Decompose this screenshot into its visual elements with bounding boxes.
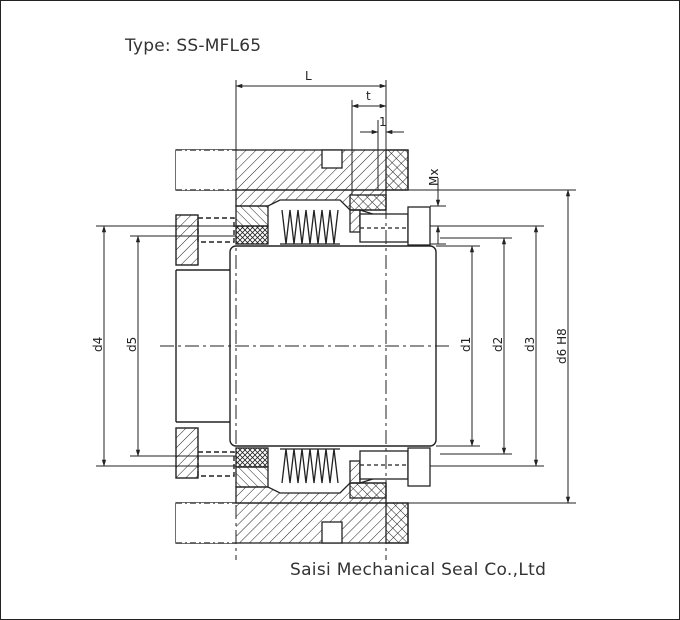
spring-bottom [280,448,340,484]
company-name: Saisi Mechanical Seal Co.,Ltd [290,560,547,580]
rings-top [235,205,378,245]
gland-bottom [235,482,387,504]
spring-top [280,209,340,245]
set-screw-bottom [359,447,431,487]
rings-bottom [235,447,378,488]
dim-label-d4: d4 [91,337,105,352]
dim-label-d6: d6 H8 [555,328,569,364]
dim-label-d2: d2 [491,337,505,352]
housing-top [175,149,409,191]
dim-label-d5: d5 [125,337,139,352]
dim-label-t: t [366,89,371,103]
set-screw-top [359,206,431,246]
dim-label-d1: d1 [459,337,473,352]
dim-label-1: 1 [379,115,387,129]
housing-bottom [175,502,409,544]
dimension-lines [96,80,576,504]
dim-label-mx: Mx [427,169,441,186]
drawing-title: Type: SS-MFL65 [125,36,262,56]
dim-label-L: L [305,69,312,83]
centre-lines [160,130,450,560]
dim-label-d3: d3 [523,337,537,352]
